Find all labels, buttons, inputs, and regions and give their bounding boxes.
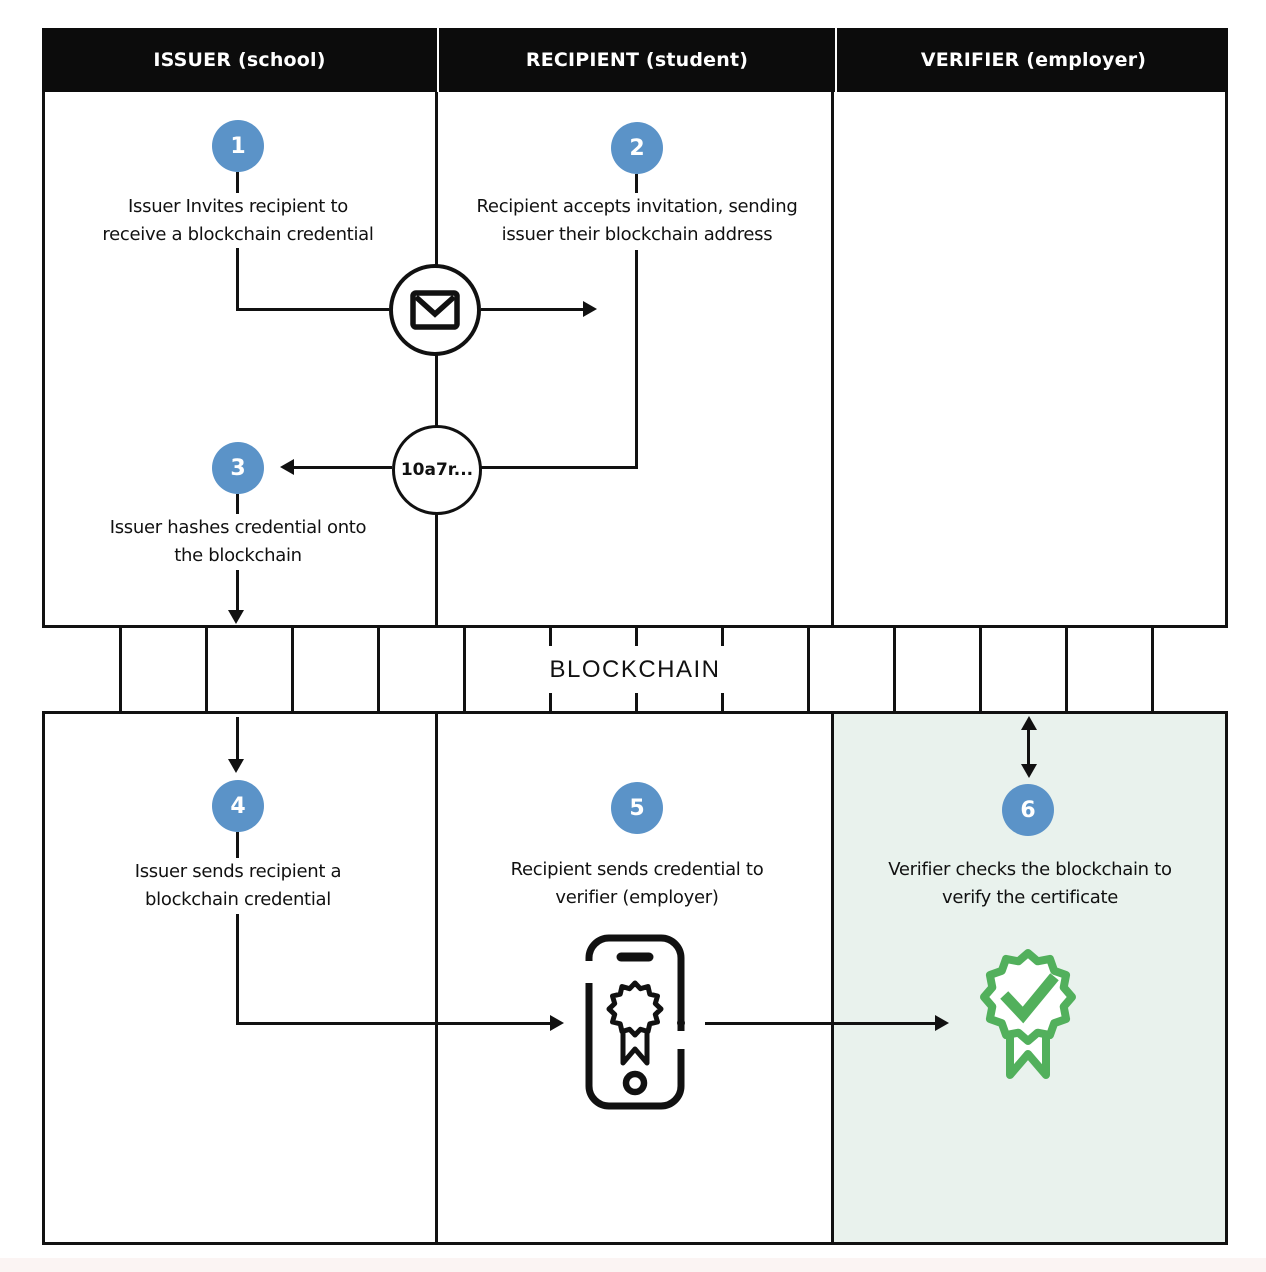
- block-divider: [979, 628, 982, 711]
- column-divider: [435, 714, 438, 1244]
- caption-line: Recipient sends credential to: [510, 859, 764, 880]
- verified-badge-node: [970, 942, 1086, 1098]
- connector-line: [1027, 728, 1030, 766]
- column-divider: [831, 92, 834, 625]
- envelope-icon: [389, 264, 481, 356]
- step-circle-1: 1: [212, 120, 264, 172]
- verified-check-badge-icon: [980, 949, 1076, 1079]
- bottom-strip: [0, 1258, 1266, 1272]
- phone-node: [583, 933, 687, 1111]
- connector-line: [236, 172, 239, 193]
- block-divider-dashed: [635, 628, 638, 711]
- caption-line: Issuer sends recipient a: [134, 861, 342, 882]
- arrowhead-down: [228, 610, 244, 624]
- arrowhead-left: [280, 459, 294, 475]
- caption-line: Issuer Invites recipient to: [128, 196, 348, 217]
- connector-line: [236, 1022, 550, 1025]
- block-divider: [1151, 628, 1154, 711]
- caption-line: issuer their blockchain address: [501, 224, 773, 245]
- step-circle-6: 6: [1002, 784, 1054, 836]
- connector-line: [294, 466, 392, 469]
- column-header-recipient: RECIPIENT (student): [437, 28, 835, 92]
- step-circle-4: 4: [212, 780, 264, 832]
- arrowhead-up: [1021, 716, 1037, 730]
- connector-line: [635, 174, 638, 193]
- block-divider: [119, 628, 122, 711]
- arrowhead-down: [228, 759, 244, 773]
- step-6-caption: Verifier checks the blockchain to verify…: [840, 856, 1220, 912]
- smartphone-credential-icon: [584, 934, 686, 1110]
- connector-line: [236, 248, 239, 311]
- connector-line: [480, 466, 638, 469]
- step-circle-5: 5: [611, 782, 663, 834]
- column-divider: [831, 714, 834, 1244]
- connector-line: [635, 250, 638, 469]
- arrowhead-right: [550, 1015, 564, 1031]
- arrowhead-down: [1021, 764, 1037, 778]
- step-circle-3: 3: [212, 442, 264, 494]
- arrowhead-right: [583, 301, 597, 317]
- column-divider: [435, 92, 438, 625]
- caption-line: verifier (employer): [555, 887, 719, 908]
- connector-line: [236, 308, 389, 311]
- arrowhead-right: [935, 1015, 949, 1031]
- connector-line: [236, 570, 239, 614]
- block-divider: [205, 628, 208, 711]
- step-3-caption: Issuer hashes credential onto the blockc…: [48, 514, 428, 570]
- blockchain-band: BLOCKCHAIN: [42, 625, 1228, 714]
- block-divider: [1065, 628, 1068, 711]
- caption-line: Recipient accepts invitation, sending: [476, 196, 798, 217]
- step-circle-2: 2: [611, 122, 663, 174]
- caption-line: the blockchain: [174, 545, 302, 566]
- caption-line: receive a blockchain credential: [102, 224, 374, 245]
- column-header-issuer: ISSUER (school): [153, 49, 326, 71]
- connector-line: [236, 914, 239, 1025]
- column-header-verifier: VERIFIER (employer): [835, 28, 1230, 92]
- caption-line: Verifier checks the blockchain to: [888, 859, 1172, 880]
- block-divider: [291, 628, 294, 711]
- connector-line: [705, 1022, 935, 1025]
- block-divider-dashed: [721, 628, 724, 711]
- block-divider: [463, 628, 466, 711]
- column-header-band: ISSUER (school) RECIPIENT (student) VERI…: [42, 28, 1228, 92]
- envelope-node: [387, 262, 483, 358]
- caption-line: verify the certificate: [941, 887, 1118, 908]
- connector-line: [236, 717, 239, 761]
- connector-line: [236, 832, 239, 858]
- connector-line: [236, 494, 239, 514]
- caption-line: blockchain credential: [145, 889, 331, 910]
- step-1-caption: Issuer Invites recipient to receive a bl…: [48, 193, 428, 249]
- step-2-caption: Recipient accepts invitation, sending is…: [447, 193, 827, 249]
- block-divider: [377, 628, 380, 711]
- block-divider: [807, 628, 810, 711]
- caption-line: Issuer hashes credential onto: [109, 517, 367, 538]
- block-divider-dashed: [549, 628, 552, 711]
- step-4-caption: Issuer sends recipient a blockchain cred…: [48, 858, 428, 914]
- blockchain-address-node: 10a7r...: [392, 425, 482, 515]
- block-divider: [893, 628, 896, 711]
- step-5-caption: Recipient sends credential to verifier (…: [447, 856, 827, 912]
- blockchain-label: BLOCKCHAIN: [549, 655, 721, 683]
- connector-line: [481, 308, 583, 311]
